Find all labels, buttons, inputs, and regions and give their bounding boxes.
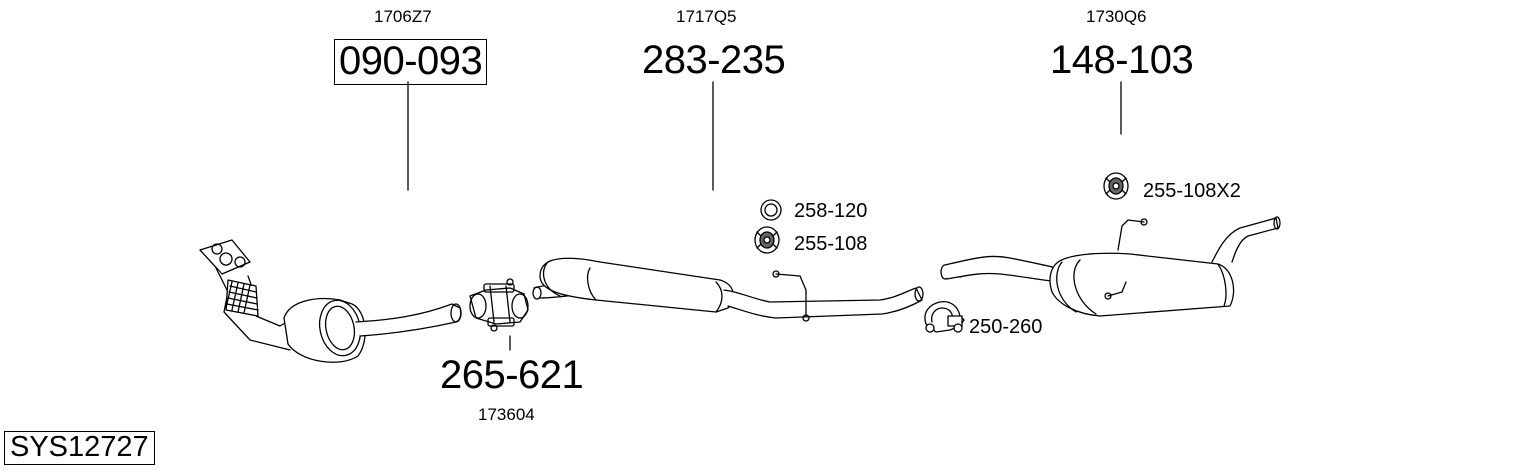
rubber-mount-drawing <box>754 226 780 254</box>
clamp-connector-part-number[interactable]: 265-621 <box>440 353 584 397</box>
ring-drawing <box>760 199 782 221</box>
front-silencer-drawing <box>532 257 924 322</box>
system-code: SYS12727 <box>4 431 155 465</box>
catalytic-part-number[interactable]: 090-093 <box>334 39 488 85</box>
clamp-drawing <box>924 300 965 333</box>
rear-silencer-drawing <box>940 216 1281 317</box>
clamp-connector-drawing <box>469 278 529 332</box>
rubber-mount-part-number[interactable]: 255-108 <box>794 233 868 255</box>
clamp-connector-oem-number: 173604 <box>478 405 535 424</box>
catalytic-converter-drawing <box>199 239 462 363</box>
catalytic-oem-number: 1706Z7 <box>374 7 432 26</box>
ring-part-number[interactable]: 258-120 <box>794 200 868 222</box>
clamp-part-number[interactable]: 250-260 <box>969 316 1043 338</box>
rear-silencer-part-number[interactable]: 148-103 <box>1050 38 1194 82</box>
front-silencer-oem-number: 1717Q5 <box>676 7 737 26</box>
rubber-mount-x2-part-number[interactable]: 255-108X2 <box>1143 180 1241 202</box>
front-silencer-part-number[interactable]: 283-235 <box>642 38 786 82</box>
rubber-mount-x2-drawing <box>1103 172 1129 200</box>
rear-silencer-oem-number: 1730Q6 <box>1086 7 1147 26</box>
